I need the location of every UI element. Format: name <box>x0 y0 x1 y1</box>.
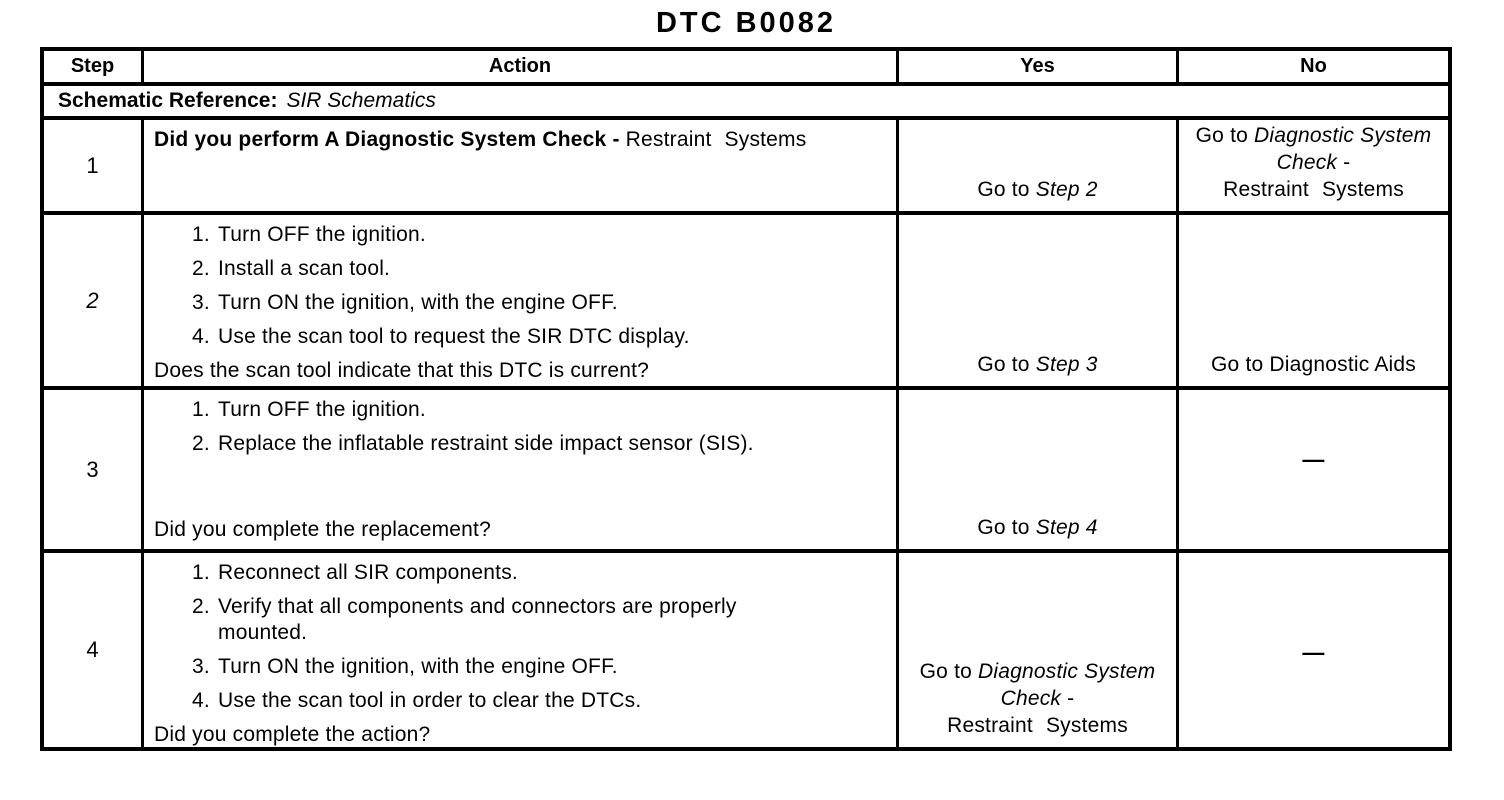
list-item: Turn OFF the ignition. <box>192 397 426 423</box>
step-1-action-cell: Did you perform A Diagnostic System Chec… <box>144 120 899 215</box>
go-to-text: Go to <box>977 178 1036 201</box>
header-action: Action <box>144 51 899 86</box>
go-to-target: Diagnostic System Check <box>1254 124 1432 174</box>
go-to-suffix: - <box>1061 687 1075 710</box>
go-to-text: Go to <box>919 660 979 683</box>
em-dash: — <box>1302 639 1325 665</box>
step-4-no-cell: — <box>1179 553 1448 747</box>
go-to-target: Step 2 <box>1035 178 1098 201</box>
list-item: Turn OFF the ignition. <box>192 222 426 248</box>
go-to-target: Step 3 <box>1035 353 1098 376</box>
step-3-action-list: Turn OFF the ignition. Replace the infla… <box>154 397 888 465</box>
step-4-yes-cell: Go to Diagnostic System Check - Restrain… <box>899 553 1179 747</box>
step-4-question: Did you complete the action? <box>154 723 431 746</box>
list-item: Replace the inflatable restraint side im… <box>192 431 754 457</box>
step-2-yes-cell: Go to Step 3 <box>899 215 1179 390</box>
step-1-action-text: Did you perform A Diagnostic System Chec… <box>154 127 888 153</box>
step-3-action-cell: Turn OFF the ignition. Replace the infla… <box>144 390 899 553</box>
step-2-question: Does the scan tool indicate that this DT… <box>154 359 649 382</box>
list-item: Turn ON the ignition, with the engine OF… <box>192 290 618 316</box>
em-dash: — <box>1302 447 1325 472</box>
header-yes: Yes <box>899 51 1179 86</box>
step-1-action-normal: Restraint Systems <box>625 128 807 151</box>
header-no: No <box>1179 51 1448 86</box>
header-step: Step <box>44 51 144 86</box>
step-2-action-cell: Turn OFF the ignition. Install a scan to… <box>144 215 899 390</box>
step-2-action-list: Turn OFF the ignition. Install a scan to… <box>154 222 888 358</box>
step-3-number: 3 <box>44 390 144 553</box>
schematic-reference-label: Schematic Reference: <box>58 89 278 112</box>
diagnostic-table: Step Action Yes No Schematic Reference: … <box>40 47 1452 751</box>
step-1-yes-cell: Go to Step 2 <box>899 120 1179 215</box>
step-2-no-text: Go to Diagnostic Aids <box>1211 353 1416 376</box>
step-3-yes-text: Go to Step 4 <box>977 514 1097 541</box>
list-item: Install a scan tool. <box>192 256 391 282</box>
step-2-number: 2 <box>44 215 144 390</box>
step-3-no-cell: — <box>1179 390 1448 553</box>
step-4-action-list: Reconnect all SIR components. Verify tha… <box>154 560 888 722</box>
list-item: Use the scan tool to request the SIR DTC… <box>192 324 690 350</box>
schematic-reference-value: SIR Schematics <box>286 89 436 112</box>
step-3-question: Did you complete the replacement? <box>154 518 491 541</box>
go-to-text: Go to <box>1195 124 1255 147</box>
step-3-yes-cell: Go to Step 4 <box>899 390 1179 553</box>
step-4-yes-line2: Restraint Systems <box>947 714 1128 737</box>
go-to-text: Go to <box>977 516 1036 539</box>
step-1-no-line2: Restraint Systems <box>1223 178 1404 201</box>
list-item: Verify that all components and connector… <box>192 594 737 644</box>
list-item: Reconnect all SIR components. <box>192 560 518 586</box>
step-4-number: 4 <box>44 553 144 747</box>
step-1-yes-text: Go to Step 2 <box>977 176 1097 203</box>
list-item: Turn ON the ignition, with the engine OF… <box>192 654 618 680</box>
step-2-yes-text: Go to Step 3 <box>977 351 1097 378</box>
step-1-number: 1 <box>44 120 144 215</box>
go-to-target: Diagnostic System Check <box>978 660 1156 710</box>
step-4-yes-text: Go to Diagnostic System Check - <box>909 658 1166 712</box>
step-1-no-cell: Go to Diagnostic System Check - Restrain… <box>1179 120 1448 215</box>
step-4-action-cell: Reconnect all SIR components. Verify tha… <box>144 553 899 747</box>
schematic-reference-row: Schematic Reference: SIR Schematics <box>44 86 1448 120</box>
go-to-suffix: - <box>1337 151 1351 174</box>
list-item: Use the scan tool in order to clear the … <box>192 688 642 714</box>
page-title: DTC B0082 <box>655 7 837 39</box>
go-to-text: Go to <box>977 353 1036 376</box>
step-2-no-cell: Go to Diagnostic Aids <box>1179 215 1448 390</box>
step-1-no-text: Go to Diagnostic System Check - <box>1189 122 1438 176</box>
step-1-action-bold: Did you perform A Diagnostic System Chec… <box>154 128 626 151</box>
go-to-target: Step 4 <box>1035 516 1098 539</box>
